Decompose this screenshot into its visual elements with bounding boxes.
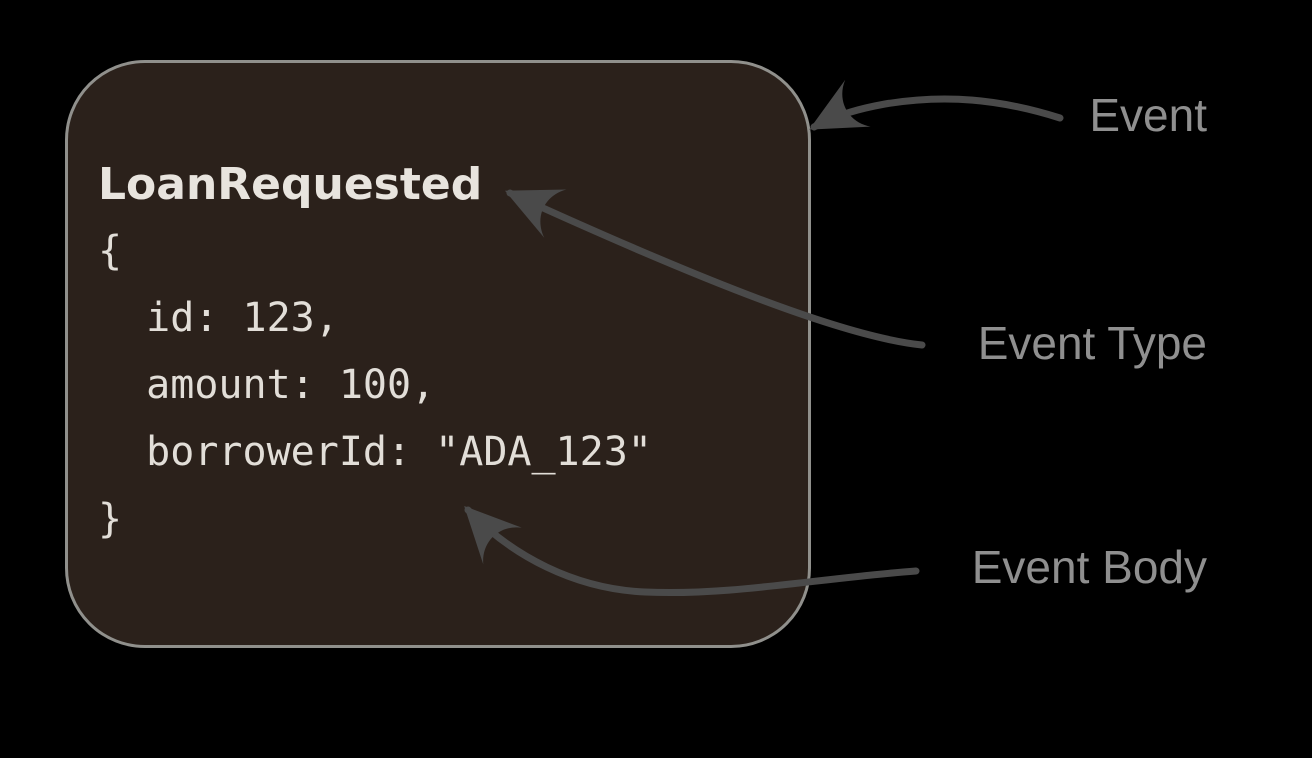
event-body-line: {	[98, 228, 123, 274]
event-body-label: Event Body	[971, 541, 1207, 593]
event-code-block: LoanRequested { id: 123, amount: 100, bo…	[68, 63, 808, 553]
event-type-label: Event Type	[977, 317, 1207, 369]
event-body-line: amount: 100,	[98, 362, 436, 408]
event-label: Event	[1089, 89, 1207, 141]
event-body-line: id: 123,	[98, 295, 339, 341]
event-box: LoanRequested { id: 123, amount: 100, bo…	[65, 60, 811, 648]
event-body-line: }	[98, 496, 123, 542]
event-body-line: borrowerId: "ADA_123"	[98, 429, 652, 475]
event-type-code: LoanRequested	[98, 159, 483, 210]
